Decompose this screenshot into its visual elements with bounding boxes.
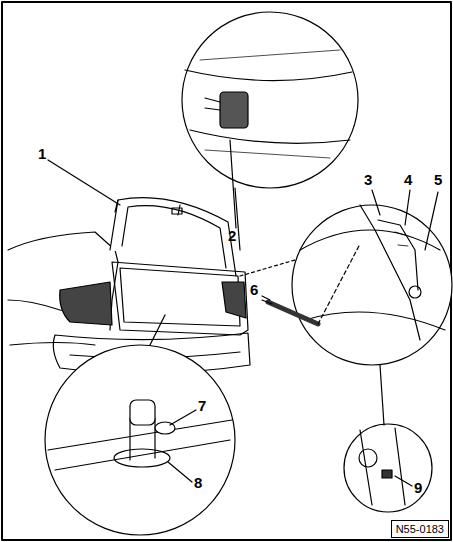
callout-number: 3 [364, 172, 372, 187]
callout-number: 9 [414, 480, 422, 495]
callout-number: 8 [194, 475, 202, 490]
callout-number: 4 [404, 172, 412, 187]
callout-number: 1 [38, 146, 46, 161]
callout-number: 6 [250, 282, 258, 297]
callout-number: 7 [198, 398, 206, 413]
callout-number: 5 [434, 172, 442, 187]
figure-number: N55-0183 [392, 521, 448, 537]
figure-number-box: N55-0183 [391, 520, 449, 538]
callout-number: 2 [228, 228, 236, 243]
